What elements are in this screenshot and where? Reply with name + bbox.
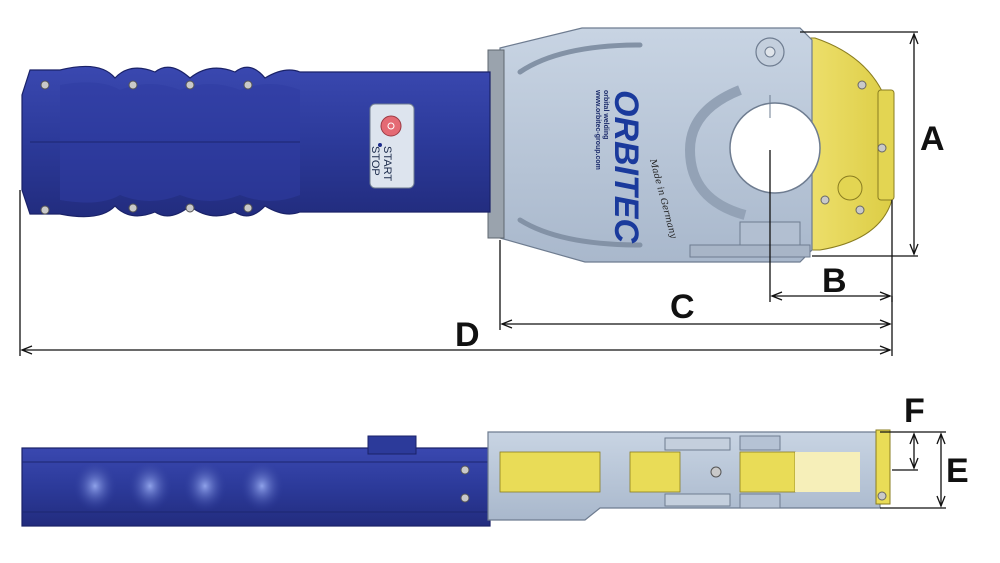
side-handle-button-housing <box>367 435 417 455</box>
top-dimensions <box>19 31 919 356</box>
welding-head-body <box>499 27 813 263</box>
side-mechanism <box>664 437 731 451</box>
side-view <box>21 429 891 527</box>
handle-screws <box>40 80 253 215</box>
cap-screw <box>820 195 830 205</box>
side-mechanism <box>664 493 731 507</box>
grip-highlight <box>183 460 227 512</box>
dimension-label-f: F <box>904 392 925 430</box>
cap-screw <box>857 80 867 90</box>
grip-highlight <box>240 460 284 512</box>
dimension-label-e: E <box>946 452 969 490</box>
side-center-screw <box>710 466 722 478</box>
cap-knob <box>837 175 863 201</box>
side-yellow-band <box>739 451 796 493</box>
handle-screw <box>40 80 50 90</box>
side-cap-screw <box>877 491 887 501</box>
dimension-label-c: C <box>670 288 695 326</box>
side-mechanism <box>739 435 781 451</box>
side-yellow-cap <box>875 429 891 505</box>
handle-screw <box>128 80 138 90</box>
top-view: ORBITEC orbital welding www.orbitec-grou… <box>21 27 895 263</box>
start-label: START <box>381 146 393 181</box>
yellow-cap-latch <box>877 89 895 201</box>
side-screw <box>460 465 470 475</box>
tube-opening <box>729 102 821 194</box>
dimension-label-a: A <box>920 120 945 158</box>
head-slot <box>517 217 643 248</box>
grip-highlight <box>128 460 172 512</box>
side-yellow-highlight <box>795 452 860 492</box>
head-slot <box>517 42 643 75</box>
lower-rail <box>689 244 811 258</box>
logo-text: ORBITEC <box>607 90 645 243</box>
side-yellow-band <box>499 451 601 493</box>
handle-screw <box>128 203 138 213</box>
side-mechanism <box>739 493 781 509</box>
status-led <box>378 143 382 147</box>
dimension-label-b: B <box>822 262 847 300</box>
orbitec-logo: ORBITEC orbital welding www.orbitec-grou… <box>594 89 645 243</box>
button-indicator-icon <box>387 122 395 130</box>
pivot-screw <box>764 46 776 58</box>
dimension-label-d: D <box>455 316 480 354</box>
head-arc-groove <box>684 85 747 220</box>
side-screw <box>460 493 470 503</box>
handle-screw <box>185 203 195 213</box>
grip-highlight <box>73 460 117 512</box>
logo-tagline: orbital welding <box>602 90 609 139</box>
side-yellow-band <box>629 451 681 493</box>
start-stop-button[interactable] <box>380 115 402 137</box>
side-dimensions <box>880 431 946 509</box>
handle-screw <box>243 203 253 213</box>
cap-screw <box>877 143 887 153</box>
stop-label: STOP <box>369 146 381 176</box>
cap-screw <box>855 205 865 215</box>
logo-website: www.orbitec-group.com <box>594 89 601 170</box>
handle-screw <box>185 80 195 90</box>
handle-screw <box>40 205 50 215</box>
start-stop-control[interactable]: START STOP <box>369 103 415 189</box>
handle-screw <box>243 80 253 90</box>
